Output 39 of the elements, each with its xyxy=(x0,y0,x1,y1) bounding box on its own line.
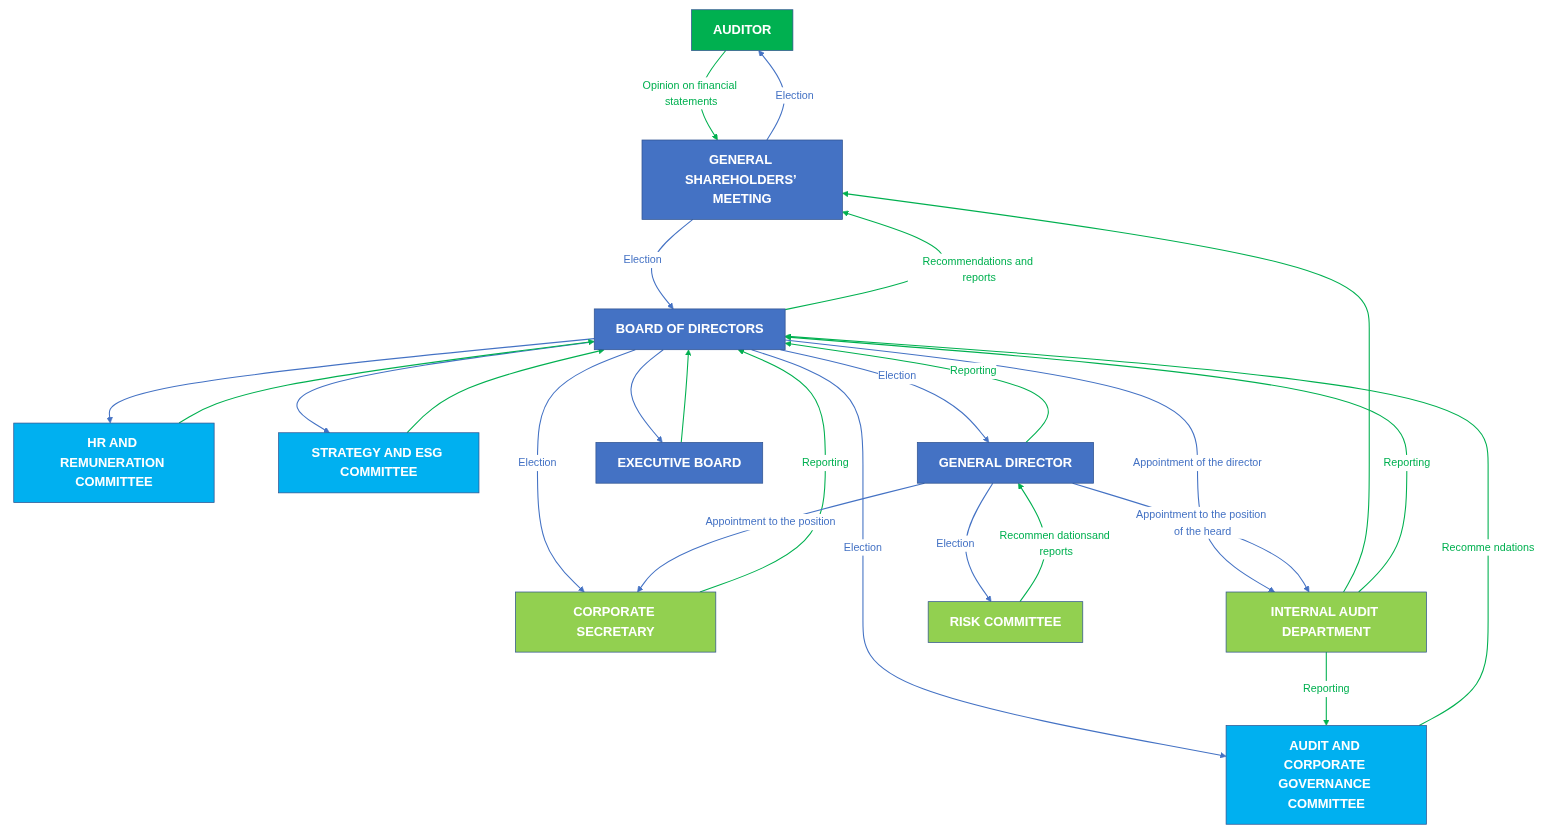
node-box: RISK COMMITTEE xyxy=(927,601,1084,643)
edge-label: Election xyxy=(518,456,557,469)
edge-label: Reporting xyxy=(1302,682,1350,695)
edge-label: Reporting xyxy=(949,363,997,377)
edge-label: Recomme ndations xyxy=(1441,540,1535,553)
edge-label: Recommen dationsand reports xyxy=(999,528,1110,558)
arrow xyxy=(178,339,595,424)
node-box: INTERNAL AUDIT DEPARTMENT xyxy=(1225,591,1427,653)
edge-label: Reporting xyxy=(802,456,849,469)
arrow xyxy=(106,338,595,424)
node-box: CORPORATE SECRETARY xyxy=(515,591,717,653)
arrow xyxy=(784,340,1049,443)
arrow xyxy=(842,190,1370,593)
edge-label: Opinion on financial statements xyxy=(642,78,737,107)
node-box: BOARD OF DIRECTORS xyxy=(593,308,786,351)
node-box: EXECUTIVE BOARD xyxy=(595,442,763,484)
node-box: GENERAL DIRECTOR xyxy=(916,442,1094,484)
arrow xyxy=(680,349,692,443)
edge-label: Election xyxy=(843,540,882,553)
edge-label: Recommendations and reports xyxy=(922,254,1033,284)
edge-label: Appointment of the director xyxy=(1132,456,1262,469)
node-box: GENERAL SHAREHOLDERS’ MEETING xyxy=(641,139,843,220)
arrow xyxy=(536,349,636,593)
edge-label: Election xyxy=(623,253,662,266)
edge-label: Election xyxy=(936,536,975,549)
arrow xyxy=(751,349,1227,759)
node-box: STRATEGY AND ESG COMMITTEE xyxy=(278,432,480,494)
arrow xyxy=(965,482,994,602)
node-box: HR AND REMUNERATION COMMITTEE xyxy=(13,422,215,503)
node-box: AUDIT AND CORPORATE GOVERNANCE COMMITTEE xyxy=(1225,725,1427,825)
arrow xyxy=(784,339,1275,593)
arrow xyxy=(630,349,664,443)
arrow xyxy=(784,334,1408,593)
edge-label: Election xyxy=(775,88,814,101)
edge-label: Appointment to the position of the heard xyxy=(1136,508,1267,537)
node-box: AUDITOR xyxy=(691,9,794,51)
edge-label: Reporting xyxy=(1383,456,1431,469)
edge-label: Election xyxy=(877,369,917,382)
edge-label: Appointment to the position xyxy=(705,515,836,528)
